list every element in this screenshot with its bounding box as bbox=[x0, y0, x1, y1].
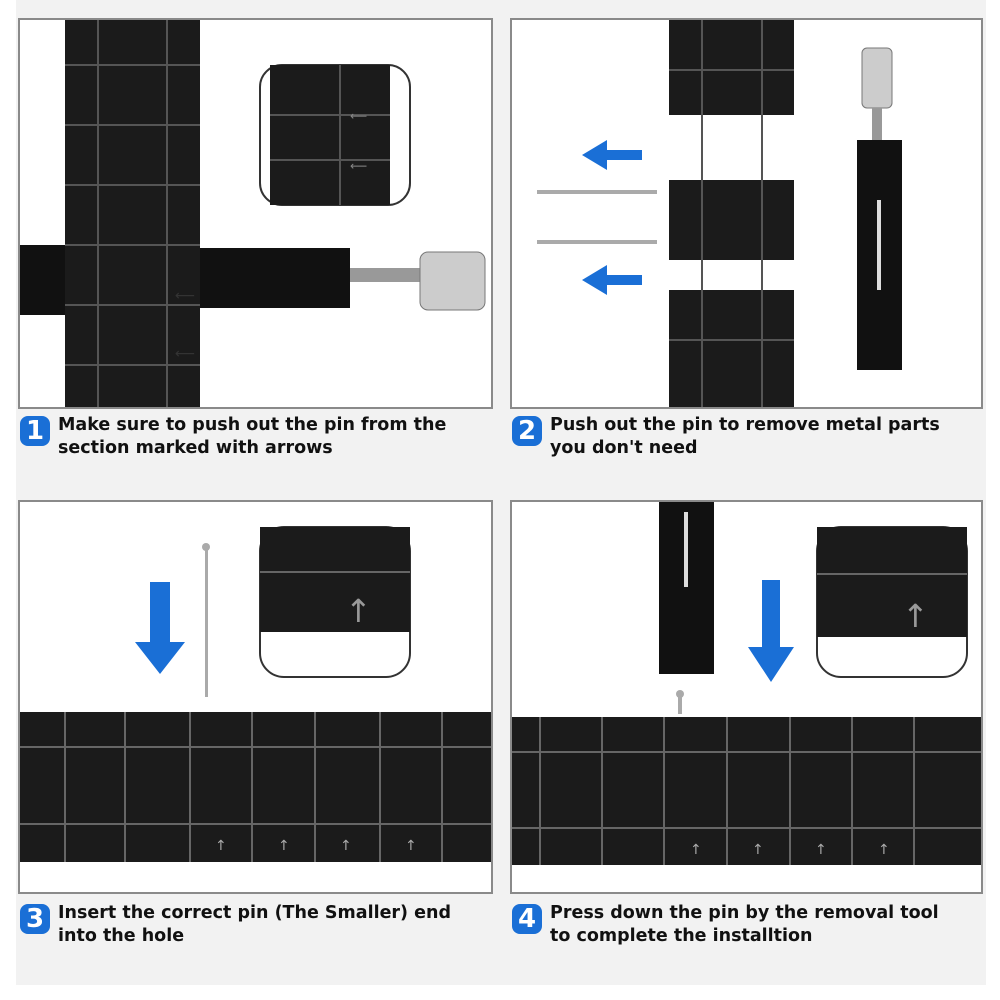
svg-text:↑: ↑ bbox=[902, 597, 929, 635]
arrow-down-icon bbox=[135, 582, 185, 674]
step-1-illustration: ⟵ ⟵ ⟵ ⟵ bbox=[18, 18, 493, 409]
svg-text:⟵: ⟵ bbox=[350, 159, 367, 173]
band-insert-pin: ↑ ↑ ↑ ↑ ↑ bbox=[20, 526, 491, 862]
svg-text:⟵: ⟵ bbox=[175, 288, 195, 304]
step-1-caption: 1 Make sure to push out the pin from the… bbox=[20, 414, 446, 460]
step-2-badge: 2 bbox=[512, 416, 542, 446]
step-4-text-line1: Press down the pin by the removal tool bbox=[550, 903, 939, 923]
svg-text:↑: ↑ bbox=[345, 592, 372, 630]
step-3-illustration: ↑ ↑ ↑ ↑ ↑ bbox=[18, 500, 493, 894]
step-4-caption: 4 Press down the pin by the removal tool… bbox=[512, 902, 939, 948]
svg-text:⟵: ⟵ bbox=[175, 346, 195, 362]
arrow-left-icons bbox=[582, 140, 642, 295]
step-2-text-line1: Push out the pin to remove metal parts bbox=[550, 415, 940, 435]
svg-text:↑: ↑ bbox=[752, 842, 764, 858]
svg-text:↑: ↑ bbox=[215, 838, 227, 854]
step-4-illustration: ↑ ↑ ↑ ↑ ↑ bbox=[510, 500, 983, 894]
step-3-text-line1: Insert the correct pin (The Smaller) end bbox=[58, 903, 452, 923]
step-2-illustration bbox=[510, 18, 983, 409]
step-2-caption: 2 Push out the pin to remove metal parts… bbox=[512, 414, 940, 460]
svg-text:↑: ↑ bbox=[690, 842, 702, 858]
step-3-text-line2: into the hole bbox=[58, 926, 185, 946]
svg-text:⟵: ⟵ bbox=[350, 109, 367, 123]
band-press-pin: ↑ ↑ ↑ ↑ ↑ bbox=[512, 502, 981, 865]
svg-text:↑: ↑ bbox=[878, 842, 890, 858]
band-vertical-with-tool: ⟵ ⟵ ⟵ ⟵ bbox=[20, 20, 486, 407]
svg-text:↑: ↑ bbox=[815, 842, 827, 858]
step-3-badge: 3 bbox=[20, 904, 50, 934]
svg-text:↑: ↑ bbox=[278, 838, 290, 854]
step-1-badge: 1 bbox=[20, 416, 50, 446]
step-2-text-line2: you don't need bbox=[550, 438, 698, 458]
step-4-badge: 4 bbox=[512, 904, 542, 934]
svg-text:↑: ↑ bbox=[405, 838, 417, 854]
step-4-text-line2: to complete the installtion bbox=[550, 926, 813, 946]
step-1-text-line1: Make sure to push out the pin from the bbox=[58, 415, 447, 435]
arrow-down-icon bbox=[748, 580, 794, 682]
step-1-text-line2: section marked with arrows bbox=[58, 438, 333, 458]
band-parts-removed bbox=[537, 20, 902, 407]
pins bbox=[537, 190, 657, 244]
svg-text:↑: ↑ bbox=[340, 838, 352, 854]
step-3-caption: 3 Insert the correct pin (The Smaller) e… bbox=[20, 902, 451, 948]
